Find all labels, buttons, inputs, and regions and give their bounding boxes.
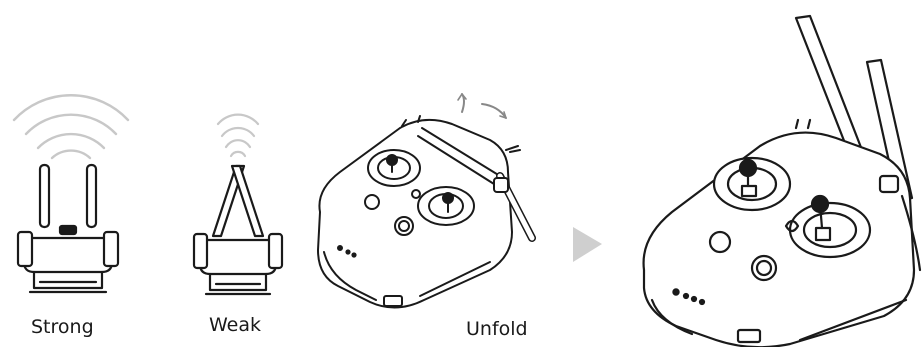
wifi-signal-icon [218,115,258,156]
strong-caption: Strong [31,316,94,338]
wifi-signal-icon [14,95,128,158]
weak-signal-figure [194,115,282,294]
weak-caption: Weak [209,314,261,336]
unfold-controller-figure [318,94,532,308]
strong-signal-figure [14,95,128,292]
antenna-left [40,165,49,227]
antenna-right [87,165,96,227]
unfold-caption: Unfold [466,318,528,340]
large-controller-figure [644,16,920,347]
play-triangle-icon [573,227,602,262]
